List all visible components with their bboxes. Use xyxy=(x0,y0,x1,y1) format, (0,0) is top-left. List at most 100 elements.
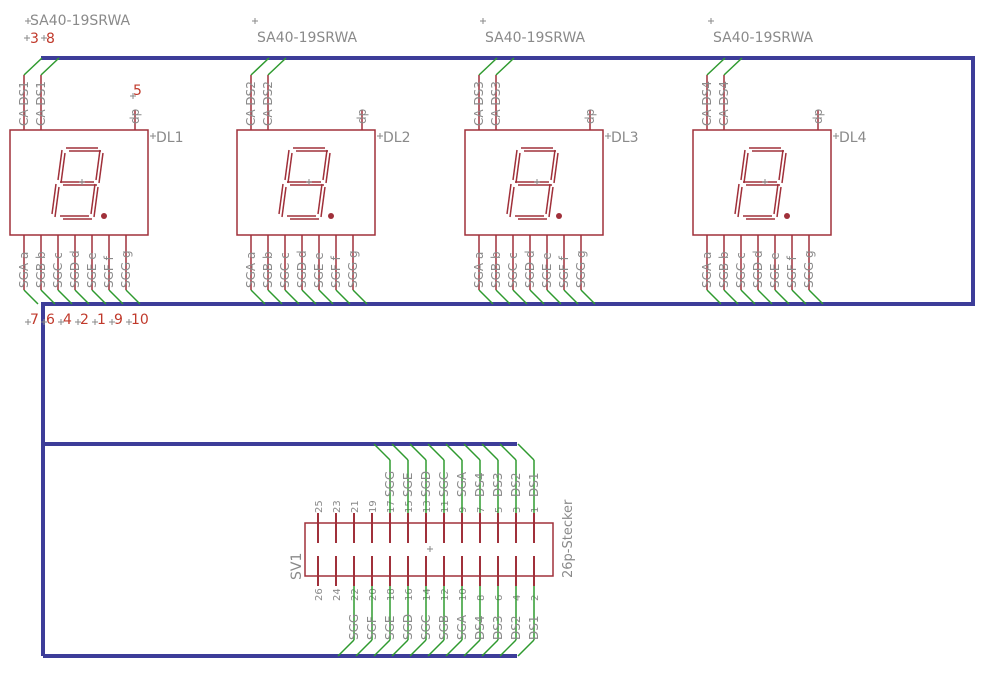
connector-pin-number: 12 xyxy=(440,588,451,601)
origin-cross xyxy=(75,319,81,325)
seg-net xyxy=(808,289,824,305)
seg-net xyxy=(580,289,596,305)
display-body xyxy=(464,129,604,236)
segment-outline xyxy=(548,186,554,218)
connector-net-bottom-diag xyxy=(373,639,391,657)
origin-cross xyxy=(762,179,768,185)
connector-pin-number: 14 xyxy=(422,588,433,601)
segment-outline xyxy=(737,186,743,218)
connector-pin-number: 22 xyxy=(350,588,361,601)
connector-net-bottom-diag xyxy=(355,639,373,657)
connector-net-bottom-diag xyxy=(481,639,499,657)
dp-label: dp xyxy=(355,109,369,124)
ca-label: CA DS3 xyxy=(472,81,486,126)
seg-label: SGF f xyxy=(557,255,571,288)
seg-label: SGG g xyxy=(802,250,816,288)
ca-net xyxy=(723,57,743,76)
seg-net xyxy=(91,289,107,305)
origin-cross xyxy=(79,179,85,185)
segment xyxy=(778,149,784,181)
connector-net-top-diag xyxy=(481,443,499,461)
connector-net-label: SGC xyxy=(419,615,433,640)
ca-net xyxy=(267,57,287,76)
segment-outline xyxy=(54,186,60,218)
connector-pin-number: 16 xyxy=(404,588,415,601)
segment xyxy=(95,149,101,181)
origin-cross xyxy=(150,133,156,139)
connector-pin-number: 6 xyxy=(494,595,505,601)
seg-label: SGC c xyxy=(734,252,748,288)
connector-net-top-diag xyxy=(391,443,409,461)
segment xyxy=(278,183,284,215)
dp-label: dp xyxy=(811,109,825,124)
origin-cross xyxy=(130,93,136,99)
connector-net-top-diag xyxy=(445,443,463,461)
seg-net xyxy=(40,289,56,305)
origin-cross xyxy=(109,319,115,325)
seg-label: SGA a xyxy=(700,252,714,288)
seg-net xyxy=(529,289,545,305)
seg-label: SGA a xyxy=(472,252,486,288)
connector-net-label: SGE xyxy=(401,473,415,498)
segment xyxy=(506,183,512,215)
display-value: SA40-19SRWA xyxy=(30,13,131,29)
origin-cross xyxy=(833,133,839,139)
origin-cross xyxy=(41,35,47,41)
origin-cross xyxy=(427,546,433,552)
seg-label: SGG g xyxy=(574,250,588,288)
segment xyxy=(51,183,57,215)
seg-label: SGB b xyxy=(34,251,48,288)
seg-net xyxy=(791,289,807,305)
pin-number: 7 xyxy=(30,312,39,328)
pin-number: 6 xyxy=(46,312,55,328)
connector-net-top-diag xyxy=(427,443,445,461)
display-ref: DL3 xyxy=(611,130,639,146)
seg-label: SGD d xyxy=(295,250,309,288)
segment-outline xyxy=(553,152,559,184)
connector-net-top-diag xyxy=(409,443,427,461)
connector-net-label: SGB xyxy=(437,615,451,640)
connector-net-bottom-diag xyxy=(445,639,463,657)
connector-net-label: SGE xyxy=(383,616,397,641)
ca-label: CA DS2 xyxy=(261,81,275,126)
segment xyxy=(322,149,328,181)
seg-net xyxy=(495,289,511,305)
pin-number: 10 xyxy=(131,312,149,328)
segment-outline xyxy=(509,186,515,218)
seg-net xyxy=(706,289,722,305)
segment xyxy=(284,149,290,181)
seg-label: SGD d xyxy=(68,250,82,288)
segment xyxy=(734,183,740,215)
origin-cross xyxy=(25,18,31,24)
connector-net-bottom-diag xyxy=(463,639,481,657)
connector-pin-number: 3 xyxy=(512,507,523,513)
origin-cross xyxy=(25,319,31,325)
connector-net-label: SGG xyxy=(347,614,361,640)
ca-net xyxy=(40,57,60,76)
seg-label: SGG g xyxy=(346,250,360,288)
connector-pin-number: 2 xyxy=(530,595,541,601)
connector-pin-number: 21 xyxy=(350,500,361,513)
pin-number: 2 xyxy=(80,312,89,328)
seg-label: SGB b xyxy=(489,251,503,288)
connector-pin-number: 26 xyxy=(314,588,325,601)
segment-outline xyxy=(93,186,99,218)
segment xyxy=(740,149,746,181)
origin-cross xyxy=(24,35,30,41)
segment xyxy=(550,149,556,181)
seg-label: SGF f xyxy=(102,255,116,288)
ca-label: CA DS2 xyxy=(244,81,258,126)
connector-net-label: DS3 xyxy=(491,616,505,641)
pin-number: 5 xyxy=(133,83,142,99)
segment xyxy=(57,149,63,181)
ca-net xyxy=(250,57,270,76)
seg-net xyxy=(774,289,790,305)
seg-label: SGC c xyxy=(278,252,292,288)
display-body xyxy=(9,129,149,236)
seg-net xyxy=(723,289,739,305)
